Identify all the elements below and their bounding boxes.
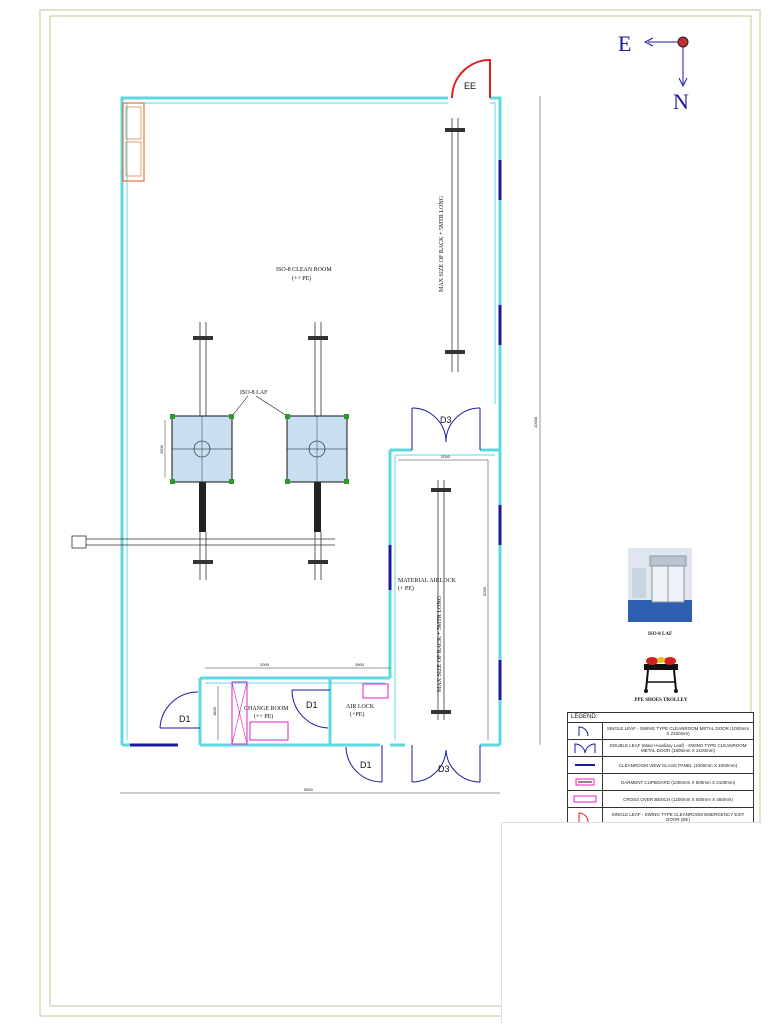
garment-cupboard	[122, 102, 145, 182]
dim-change-room-height: 1800	[212, 706, 217, 716]
compass-center-icon	[677, 36, 689, 48]
compass: E N	[618, 31, 689, 114]
laf-leader-lines	[231, 395, 288, 417]
glass-panel-icon	[575, 764, 595, 766]
door-d1-mid-label: D1	[306, 700, 318, 710]
door-d1-mid[interactable]	[291, 689, 330, 729]
door-d1-bottom-label: D1	[360, 760, 372, 770]
compass-north-label: N	[673, 89, 689, 114]
service-lines	[71, 118, 459, 720]
emergency-door-icon	[578, 811, 589, 822]
single-door-icon	[578, 726, 589, 737]
laf-unit-right	[285, 414, 349, 532]
door-ee-label: EE	[464, 81, 476, 91]
door-d3-top[interactable]	[411, 407, 481, 450]
door-d3-bottom-label: D3	[438, 764, 450, 774]
compass-east-label: E	[618, 31, 631, 56]
door-d1-left[interactable]	[159, 691, 200, 729]
air-lock-name: AIR LOCK	[346, 704, 375, 710]
change-room-pressure: (++ PE)	[254, 713, 273, 720]
legend-item: CLEANROOM VIEW GLASS PANEL (1000mm X 100…	[568, 757, 753, 774]
dim-overall-height: 10000	[533, 416, 538, 428]
dim-airlock-height: 5000	[482, 586, 487, 596]
dim-air-lock-width: 1500	[355, 662, 365, 667]
laf-photo	[628, 548, 692, 622]
title-block-panel	[501, 822, 761, 1023]
legend-item: DOUBLE LEAF (Main+Auxiliary Leaf) - SWIN…	[568, 740, 753, 757]
dimension-lines	[120, 96, 541, 794]
rack-top-label: MAX SIZE OF RACK + 5MTR LONG	[439, 195, 445, 292]
pass-box	[362, 683, 389, 699]
legend-item: CROSS OVER BENCH (1200mm X 500mm X 450mm…	[568, 791, 753, 808]
shoes-trolley-caption: PPE SHOES TROLLEY	[634, 698, 688, 703]
legend-item: SINGLE LEAF - SWING TYPE CLEANROOM METAL…	[568, 723, 753, 740]
dim-airlock-width: 2000	[441, 454, 451, 459]
door-d1-left-label: D1	[179, 714, 191, 724]
dim-change-room-width: 2000	[260, 662, 270, 667]
double-door-icon	[574, 743, 596, 754]
cupboard-icon	[575, 778, 595, 786]
door-ee[interactable]	[451, 58, 491, 99]
laf-unit-left	[170, 414, 234, 532]
door-d3-bottom[interactable]	[411, 745, 481, 783]
drawing-inner-border	[49, 15, 752, 1007]
drawing-border	[39, 9, 761, 1017]
legend-item: GARMENT CUPBOARD (1000mm X 500mm X 2100m…	[568, 774, 753, 791]
door-d3-top-label: D3	[440, 415, 452, 425]
legend-panel: LEGEND: SINGLE LEAF - SWING TYPE CLEANRO…	[567, 712, 754, 825]
clean-room-name: ISO-8 CLEAN ROOM	[276, 267, 332, 273]
pipe-fittings	[193, 128, 465, 714]
laf-photo-caption: ISO-8 LAF	[647, 632, 673, 637]
air-lock-pressure: (+PE)	[350, 711, 364, 718]
change-room-name: CHANGE ROOM	[244, 706, 289, 712]
change-room-cupboard	[231, 681, 248, 745]
walls	[120, 96, 502, 747]
door-d1-bottom[interactable]	[345, 745, 383, 783]
legend-title: LEGEND:	[568, 713, 753, 723]
legend-item: SINGLE LEAF - SWING TYPE CLEANROOM EMERG…	[568, 808, 753, 825]
cross-over-bench	[249, 721, 289, 741]
dim-overall-width: 5500	[304, 787, 314, 792]
rack-bottom-label: MAX SIZE OF RACK + 5MTR LONG	[437, 595, 443, 692]
bench-icon	[573, 795, 597, 803]
material-airlock-pressure: (+ PE)	[398, 585, 414, 592]
view-glass-panels	[130, 160, 502, 747]
laf-label: ISO-8 LAF	[240, 390, 268, 396]
material-airlock-name: MATERIAL AIRLOCK	[398, 578, 457, 584]
dim-laf-size: 1500	[159, 444, 164, 454]
shoes-trolley-image	[644, 657, 678, 693]
clean-room-pressure: (++ PE)	[292, 275, 311, 282]
